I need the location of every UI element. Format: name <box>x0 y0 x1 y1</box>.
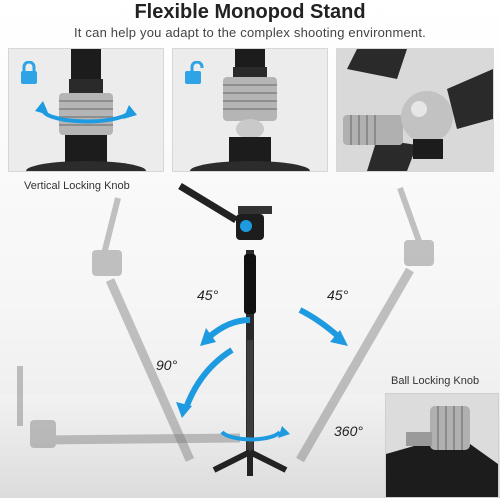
angle-left-label: 45° <box>197 287 219 303</box>
angle-tilt-label: 90° <box>156 357 178 373</box>
panel-locked <box>8 48 164 172</box>
ball-knob-label: Ball Locking Knob <box>391 375 480 387</box>
page-subtitle: It can help you adapt to the complex sho… <box>74 25 426 40</box>
lock-icon <box>21 61 37 84</box>
angle-right-label: 45° <box>327 287 349 303</box>
vertical-knob-label: Vertical Locking Knob <box>24 180 130 192</box>
angle-rotate-label: 360° <box>334 423 363 439</box>
monopod-illustration <box>17 183 434 476</box>
ball-knob-inset <box>385 393 499 498</box>
page-title: Flexible Monopod Stand <box>134 1 366 23</box>
ball-head-icon <box>337 49 493 171</box>
unlock-icon <box>185 61 204 84</box>
panel-unlocked <box>172 48 328 172</box>
panel-ball-head <box>336 48 494 172</box>
